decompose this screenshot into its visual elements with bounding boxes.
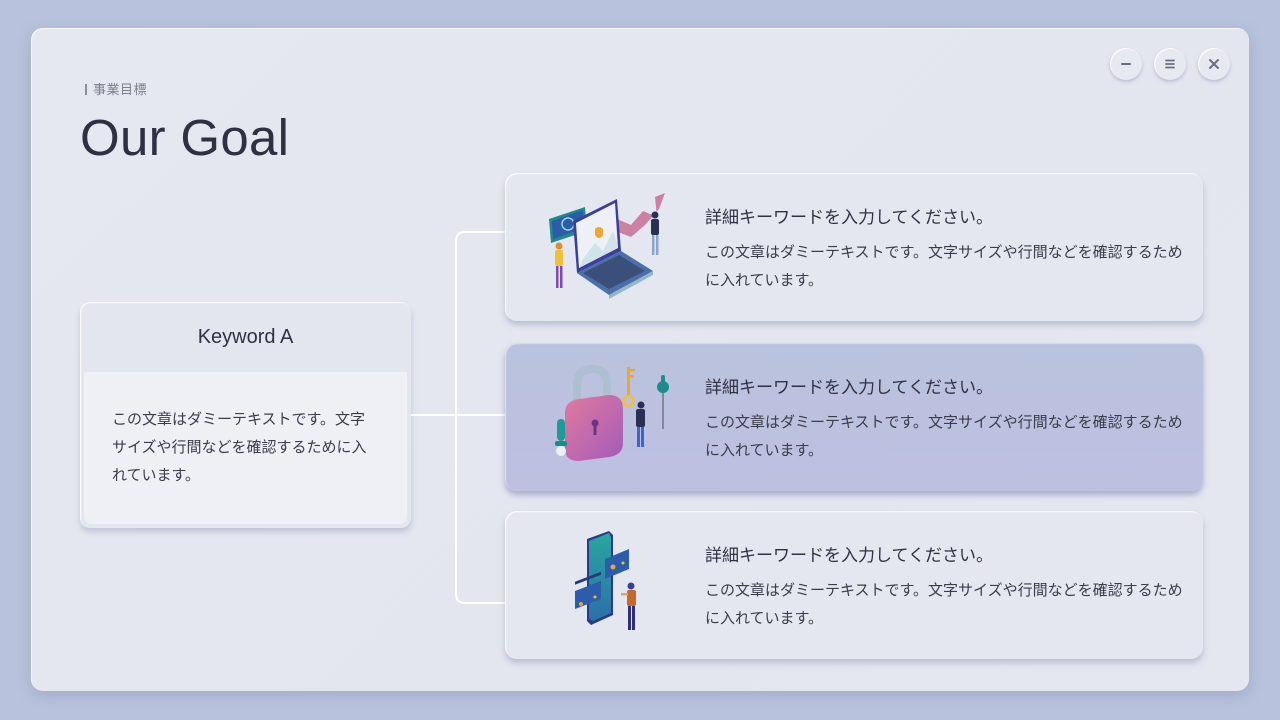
laptop-growth-illustration: [549, 193, 665, 299]
keyword-body: この文章はダミーテキストです。文字サイズや行間などを確認するために入れています。: [84, 372, 407, 524]
minus-icon: [1121, 63, 1131, 65]
padlock-key-illustration: [555, 364, 669, 461]
mobile-payment-illustration: [575, 531, 636, 630]
keyword-title: Keyword A: [197, 325, 294, 348]
goal-description: この文章はダミーテキストです。文字サイズや行間などを確認するために入れています。: [705, 414, 1183, 459]
goal-card-2[interactable]: 詳細キーワードを入力してください。 この文章はダミーテキストです。文字サイズや行…: [505, 343, 1203, 491]
close-button[interactable]: [1198, 48, 1230, 80]
subtitle-text: 事業目標: [93, 82, 148, 97]
keyword-card: Keyword A この文章はダミーテキストです。文字サイズや行間などを確認する…: [80, 302, 411, 528]
subtitle-bar: [85, 84, 87, 95]
close-icon: [1209, 59, 1219, 69]
connector-lines: [411, 231, 507, 604]
window-controls: [1110, 48, 1230, 80]
goal-heading: 詳細キーワードを入力してください。: [705, 208, 993, 227]
goal-card-1[interactable]: 詳細キーワードを入力してください。 この文章はダミーテキストです。文字サイズや行…: [505, 173, 1203, 321]
minimize-button[interactable]: [1110, 48, 1142, 80]
slide-window: 事業目標 Our Goal Keyword A この文章はダミーテキストです。文…: [31, 28, 1249, 691]
goal-heading: 詳細キーワードを入力してください。: [705, 546, 993, 565]
hamburger-icon: [1165, 59, 1175, 69]
menu-button[interactable]: [1154, 48, 1186, 80]
goal-heading: 詳細キーワードを入力してください。: [705, 378, 993, 397]
goal-description: この文章はダミーテキストです。文字サイズや行間などを確認するために入れています。: [705, 244, 1183, 289]
page-title: Our Goal: [80, 109, 290, 166]
goal-description: この文章はダミーテキストです。文字サイズや行間などを確認するために入れています。: [705, 582, 1183, 627]
goal-card-3[interactable]: 詳細キーワードを入力してください。 この文章はダミーテキストです。文字サイズや行…: [505, 511, 1203, 659]
section-subtitle: 事業目標: [85, 79, 147, 98]
